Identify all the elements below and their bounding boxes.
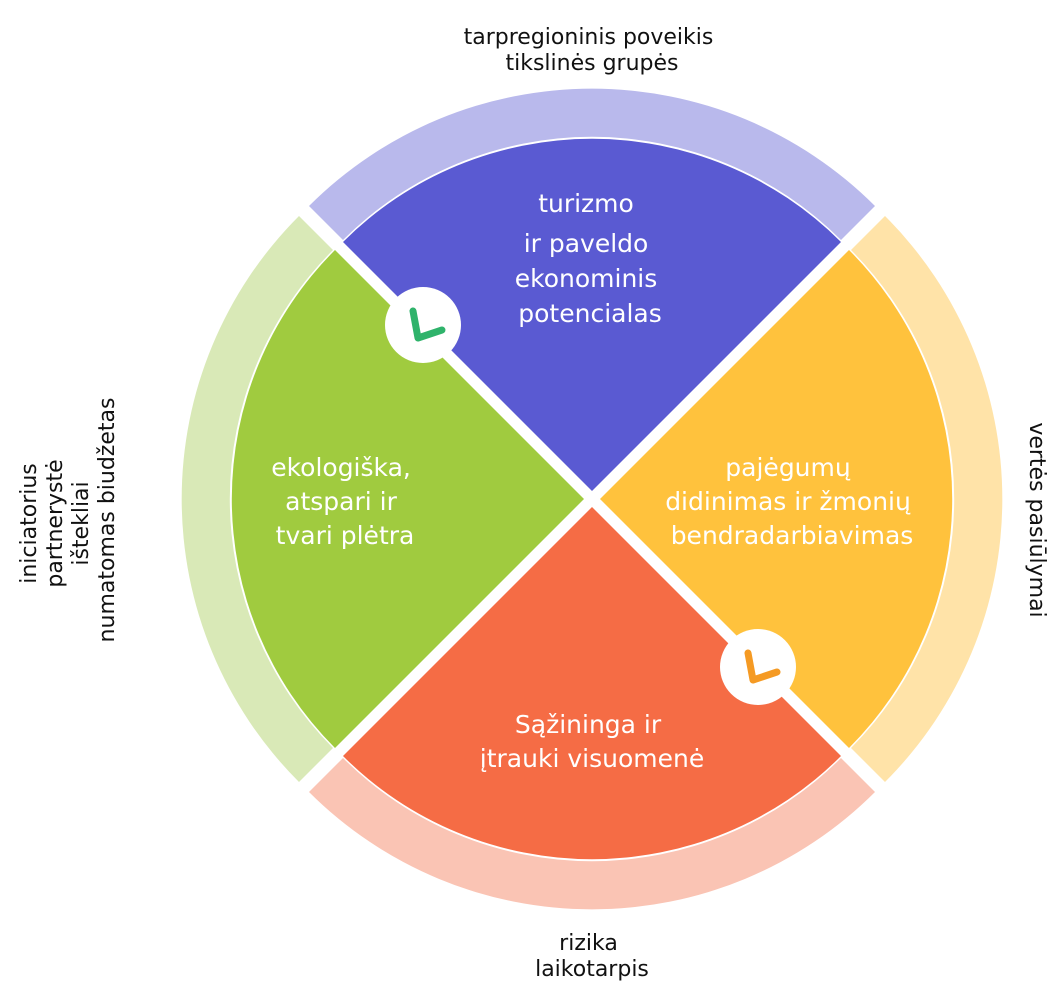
- ring-top: [309, 88, 875, 240]
- ring-right: [851, 216, 1003, 782]
- segment-label-bottom: Sąžininga ir įtrauki visuomenė: [480, 710, 704, 773]
- outer-label-right: vertės pasiūlymai: [1024, 422, 1049, 617]
- outer-label-left: iniciatorius partnerystė ištekliai numat…: [17, 398, 120, 643]
- segment-label-right: pajėgumų didinimas ir žmonių bendradarbi…: [665, 453, 919, 550]
- wedge-left: [231, 250, 584, 748]
- check-icon: [720, 629, 796, 705]
- check-icon: [385, 287, 461, 363]
- ring-bottom: [309, 758, 875, 910]
- segment-label-top: turizmo ir paveldo ekonominis potenciala…: [515, 189, 665, 328]
- segment-label-left: ekologiška, atspari ir tvari plėtra: [271, 453, 419, 550]
- outer-label-bottom: rizika laikotarpis: [535, 931, 649, 982]
- outer-label-top: tarpregioninis poveikis tikslinės grupės: [464, 25, 721, 76]
- check-mark-bottom-right: [744, 649, 781, 684]
- ring-left: [181, 216, 333, 782]
- wedge-top: [343, 138, 841, 492]
- wedge-bottom: [343, 507, 841, 860]
- check-mark-top-left: [409, 307, 446, 342]
- wedge-right: [600, 250, 953, 748]
